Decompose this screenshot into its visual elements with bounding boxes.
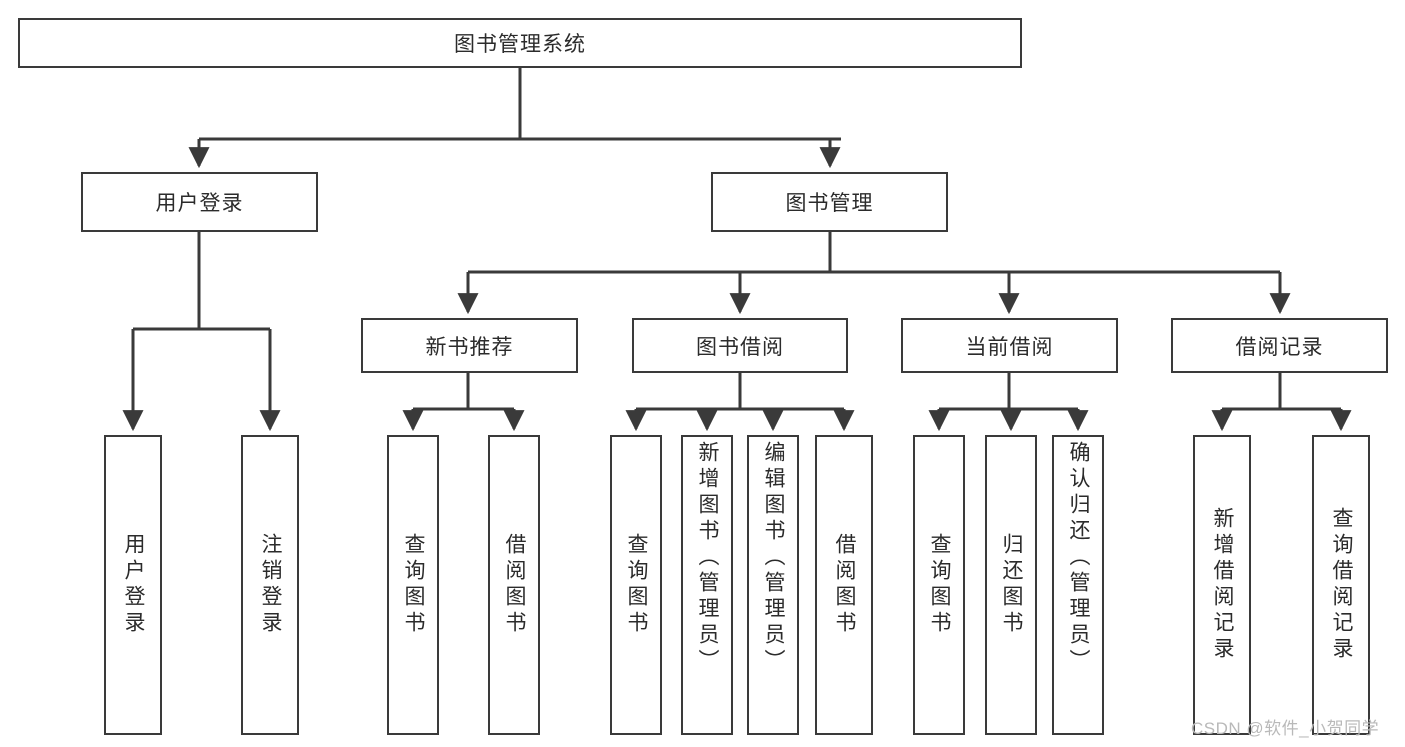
leaf-query-book-3[interactable]: 查询图书: [913, 435, 965, 735]
leaf-label: 借阅图书: [833, 533, 857, 637]
leaf-label: 用户登录: [122, 533, 146, 637]
leaf-add-book-admin[interactable]: 新增图书（管理员）: [681, 435, 733, 735]
leaf-label: 编辑图书（管理员）: [762, 441, 786, 675]
leaf-borrow-book-1[interactable]: 借阅图书: [488, 435, 540, 735]
leaf-label: 归还图书: [1000, 533, 1024, 637]
leaf-user-logout[interactable]: 注销登录: [241, 435, 299, 735]
node-borrow-record[interactable]: 借阅记录: [1171, 318, 1388, 373]
node-user-login[interactable]: 用户登录: [81, 172, 318, 232]
leaf-label: 注销登录: [259, 533, 283, 637]
leaf-add-borrow-record[interactable]: 新增借阅记录: [1193, 435, 1251, 735]
leaf-label: 查询图书: [625, 533, 649, 637]
leaf-label: 查询借阅记录: [1330, 507, 1354, 663]
leaf-edit-book-admin[interactable]: 编辑图书（管理员）: [747, 435, 799, 735]
node-book-borrow[interactable]: 图书借阅: [632, 318, 848, 373]
leaf-query-book-1[interactable]: 查询图书: [387, 435, 439, 735]
node-new-book-recommend[interactable]: 新书推荐: [361, 318, 578, 373]
leaf-return-book[interactable]: 归还图书: [985, 435, 1037, 735]
leaf-label: 查询图书: [928, 533, 952, 637]
leaf-label: 确认归还（管理员）: [1067, 441, 1091, 675]
leaf-confirm-return-admin[interactable]: 确认归还（管理员）: [1052, 435, 1104, 735]
leaf-label: 借阅图书: [503, 533, 527, 637]
leaf-label: 新增图书（管理员）: [696, 441, 720, 675]
node-current-borrow[interactable]: 当前借阅: [901, 318, 1118, 373]
leaf-query-book-2[interactable]: 查询图书: [610, 435, 662, 735]
leaf-label: 查询图书: [402, 533, 426, 637]
node-book-manage[interactable]: 图书管理: [711, 172, 948, 232]
leaf-borrow-book-2[interactable]: 借阅图书: [815, 435, 873, 735]
leaf-user-login[interactable]: 用户登录: [104, 435, 162, 735]
leaf-query-borrow-record[interactable]: 查询借阅记录: [1312, 435, 1370, 735]
node-root[interactable]: 图书管理系统: [18, 18, 1022, 68]
leaf-label: 新增借阅记录: [1211, 507, 1235, 663]
